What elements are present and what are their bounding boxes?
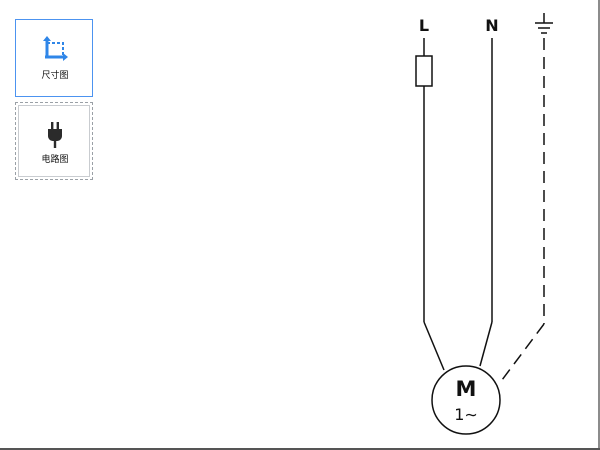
tab-circuit-diagram-label: 电路图 [41, 155, 69, 165]
l-wire-to-motor [423, 321, 445, 371]
motor-symbol [431, 365, 501, 435]
tab-dimension-drawing[interactable]: 尺寸图 [15, 19, 93, 97]
dimension-icon [16, 36, 94, 68]
bottom-border [0, 448, 600, 450]
tab-circuit-diagram[interactable]: 电路图 [15, 102, 93, 180]
terminal-n-label: N [485, 16, 498, 35]
motor-label: M [456, 377, 477, 401]
motor-phase-label: 1∼ [454, 405, 478, 424]
terminal-l-label: L [419, 16, 429, 35]
tab-dimension-drawing-label: 尺寸图 [41, 71, 69, 81]
ground-icon [535, 13, 553, 34]
n-wire-to-motor [479, 321, 493, 367]
earth-wire-to-motor [501, 323, 545, 381]
right-border [598, 0, 600, 450]
fuse-icon [415, 55, 433, 87]
plug-icon [16, 121, 94, 153]
